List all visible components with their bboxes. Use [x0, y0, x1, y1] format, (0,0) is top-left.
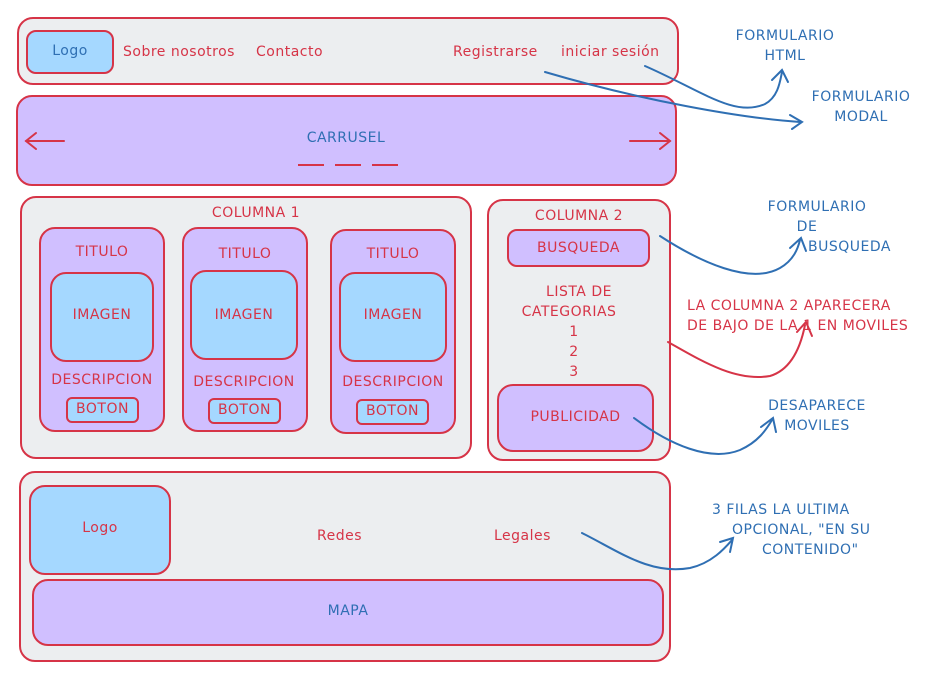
card-2-title: TITULO	[218, 246, 272, 262]
card-1-title: TITULO	[75, 244, 129, 260]
card-2-button[interactable]	[208, 398, 281, 424]
carousel-indicator-2[interactable]	[335, 164, 361, 166]
card-1-description: DESCRIPCION	[51, 372, 153, 388]
card-1-image-label: IMAGEN	[72, 307, 132, 323]
footer-logo-label: Logo	[82, 520, 118, 536]
card-2-button-label: BOTON	[218, 402, 271, 418]
ad-box	[497, 384, 654, 452]
note-col2-mobile-2: DE BAJO DE LA 1 EN MOVILES	[687, 318, 909, 334]
note-form-search-1: FORMULARIO	[767, 199, 867, 215]
note-rows-1: 3 FILAS LA ULTIMA	[712, 502, 850, 518]
category-item-3[interactable]: 3	[569, 364, 579, 380]
carousel-next-arrow[interactable]	[629, 132, 672, 150]
card-3-title: TITULO	[366, 246, 420, 262]
card-2-description: DESCRIPCION	[193, 374, 295, 390]
register-link[interactable]: Registrarse	[453, 44, 538, 60]
card-3-image	[339, 272, 447, 362]
column2-title: COLUMNA 2	[534, 208, 624, 224]
footer-map-label: MAPA	[327, 603, 369, 619]
carousel-label: CARRUSEL	[306, 130, 386, 146]
search-box[interactable]	[507, 229, 650, 267]
search-box-label: BUSQUEDA	[537, 240, 620, 256]
note-rows-2: OPCIONAL, "EN SU	[732, 522, 871, 538]
header-bar	[17, 17, 679, 85]
carousel	[16, 95, 677, 186]
footer-legal[interactable]: Legales	[494, 528, 551, 544]
note-hide-mobile-1: DESAPARECE	[768, 398, 866, 414]
column1-title: COLUMNA 1	[211, 205, 301, 221]
card-3-button[interactable]	[356, 399, 429, 425]
nav-about-link[interactable]: Sobre nosotros	[123, 44, 235, 60]
red-connector-arrow	[667, 320, 813, 378]
carousel-indicator-3[interactable]	[372, 164, 398, 166]
note-form-html-2: HTML	[764, 48, 806, 64]
carousel-indicator-1[interactable]	[298, 164, 324, 166]
categories-heading-1: LISTA DE	[546, 284, 612, 300]
blue-connector-arrows	[544, 65, 807, 571]
carousel-prev-arrow[interactable]	[24, 132, 65, 150]
note-form-search-3: BUSQUEDA	[808, 239, 891, 255]
footer-social[interactable]: Redes	[317, 528, 363, 544]
card-3-image-label: IMAGEN	[363, 307, 423, 323]
ad-box-label: PUBLICIDAD	[530, 409, 621, 425]
note-form-modal-2: MODAL	[834, 109, 888, 125]
footer-map	[32, 579, 664, 646]
card-1-button-label: BOTON	[76, 401, 129, 417]
login-link[interactable]: iniciar sesión	[561, 44, 660, 60]
category-item-1[interactable]: 1	[569, 324, 579, 340]
note-form-html-1: FORMULARIO	[735, 28, 835, 44]
nav-contact-link[interactable]: Contacto	[256, 44, 324, 60]
note-hide-mobile-2: MOVILES	[784, 418, 850, 434]
categories-heading-2: CATEGORIAS	[521, 304, 617, 320]
category-item-2[interactable]: 2	[569, 344, 579, 360]
card-2-image-label: IMAGEN	[214, 307, 274, 323]
note-form-search-2: DE	[796, 219, 818, 235]
note-col2-mobile-1: LA COLUMNA 2 APARECERA	[687, 298, 891, 314]
note-rows-3: CONTENIDO"	[762, 542, 859, 558]
card-1-button[interactable]	[66, 397, 139, 423]
card-1-image	[50, 272, 154, 362]
footer-logo[interactable]	[29, 485, 171, 575]
card-3-description: DESCRIPCION	[342, 374, 444, 390]
card-3-button-label: BOTON	[366, 403, 419, 419]
header-logo-label: Logo	[52, 43, 88, 59]
header-logo[interactable]	[26, 30, 114, 74]
card-2-image	[190, 270, 298, 360]
note-form-modal-1: FORMULARIO	[811, 89, 911, 105]
